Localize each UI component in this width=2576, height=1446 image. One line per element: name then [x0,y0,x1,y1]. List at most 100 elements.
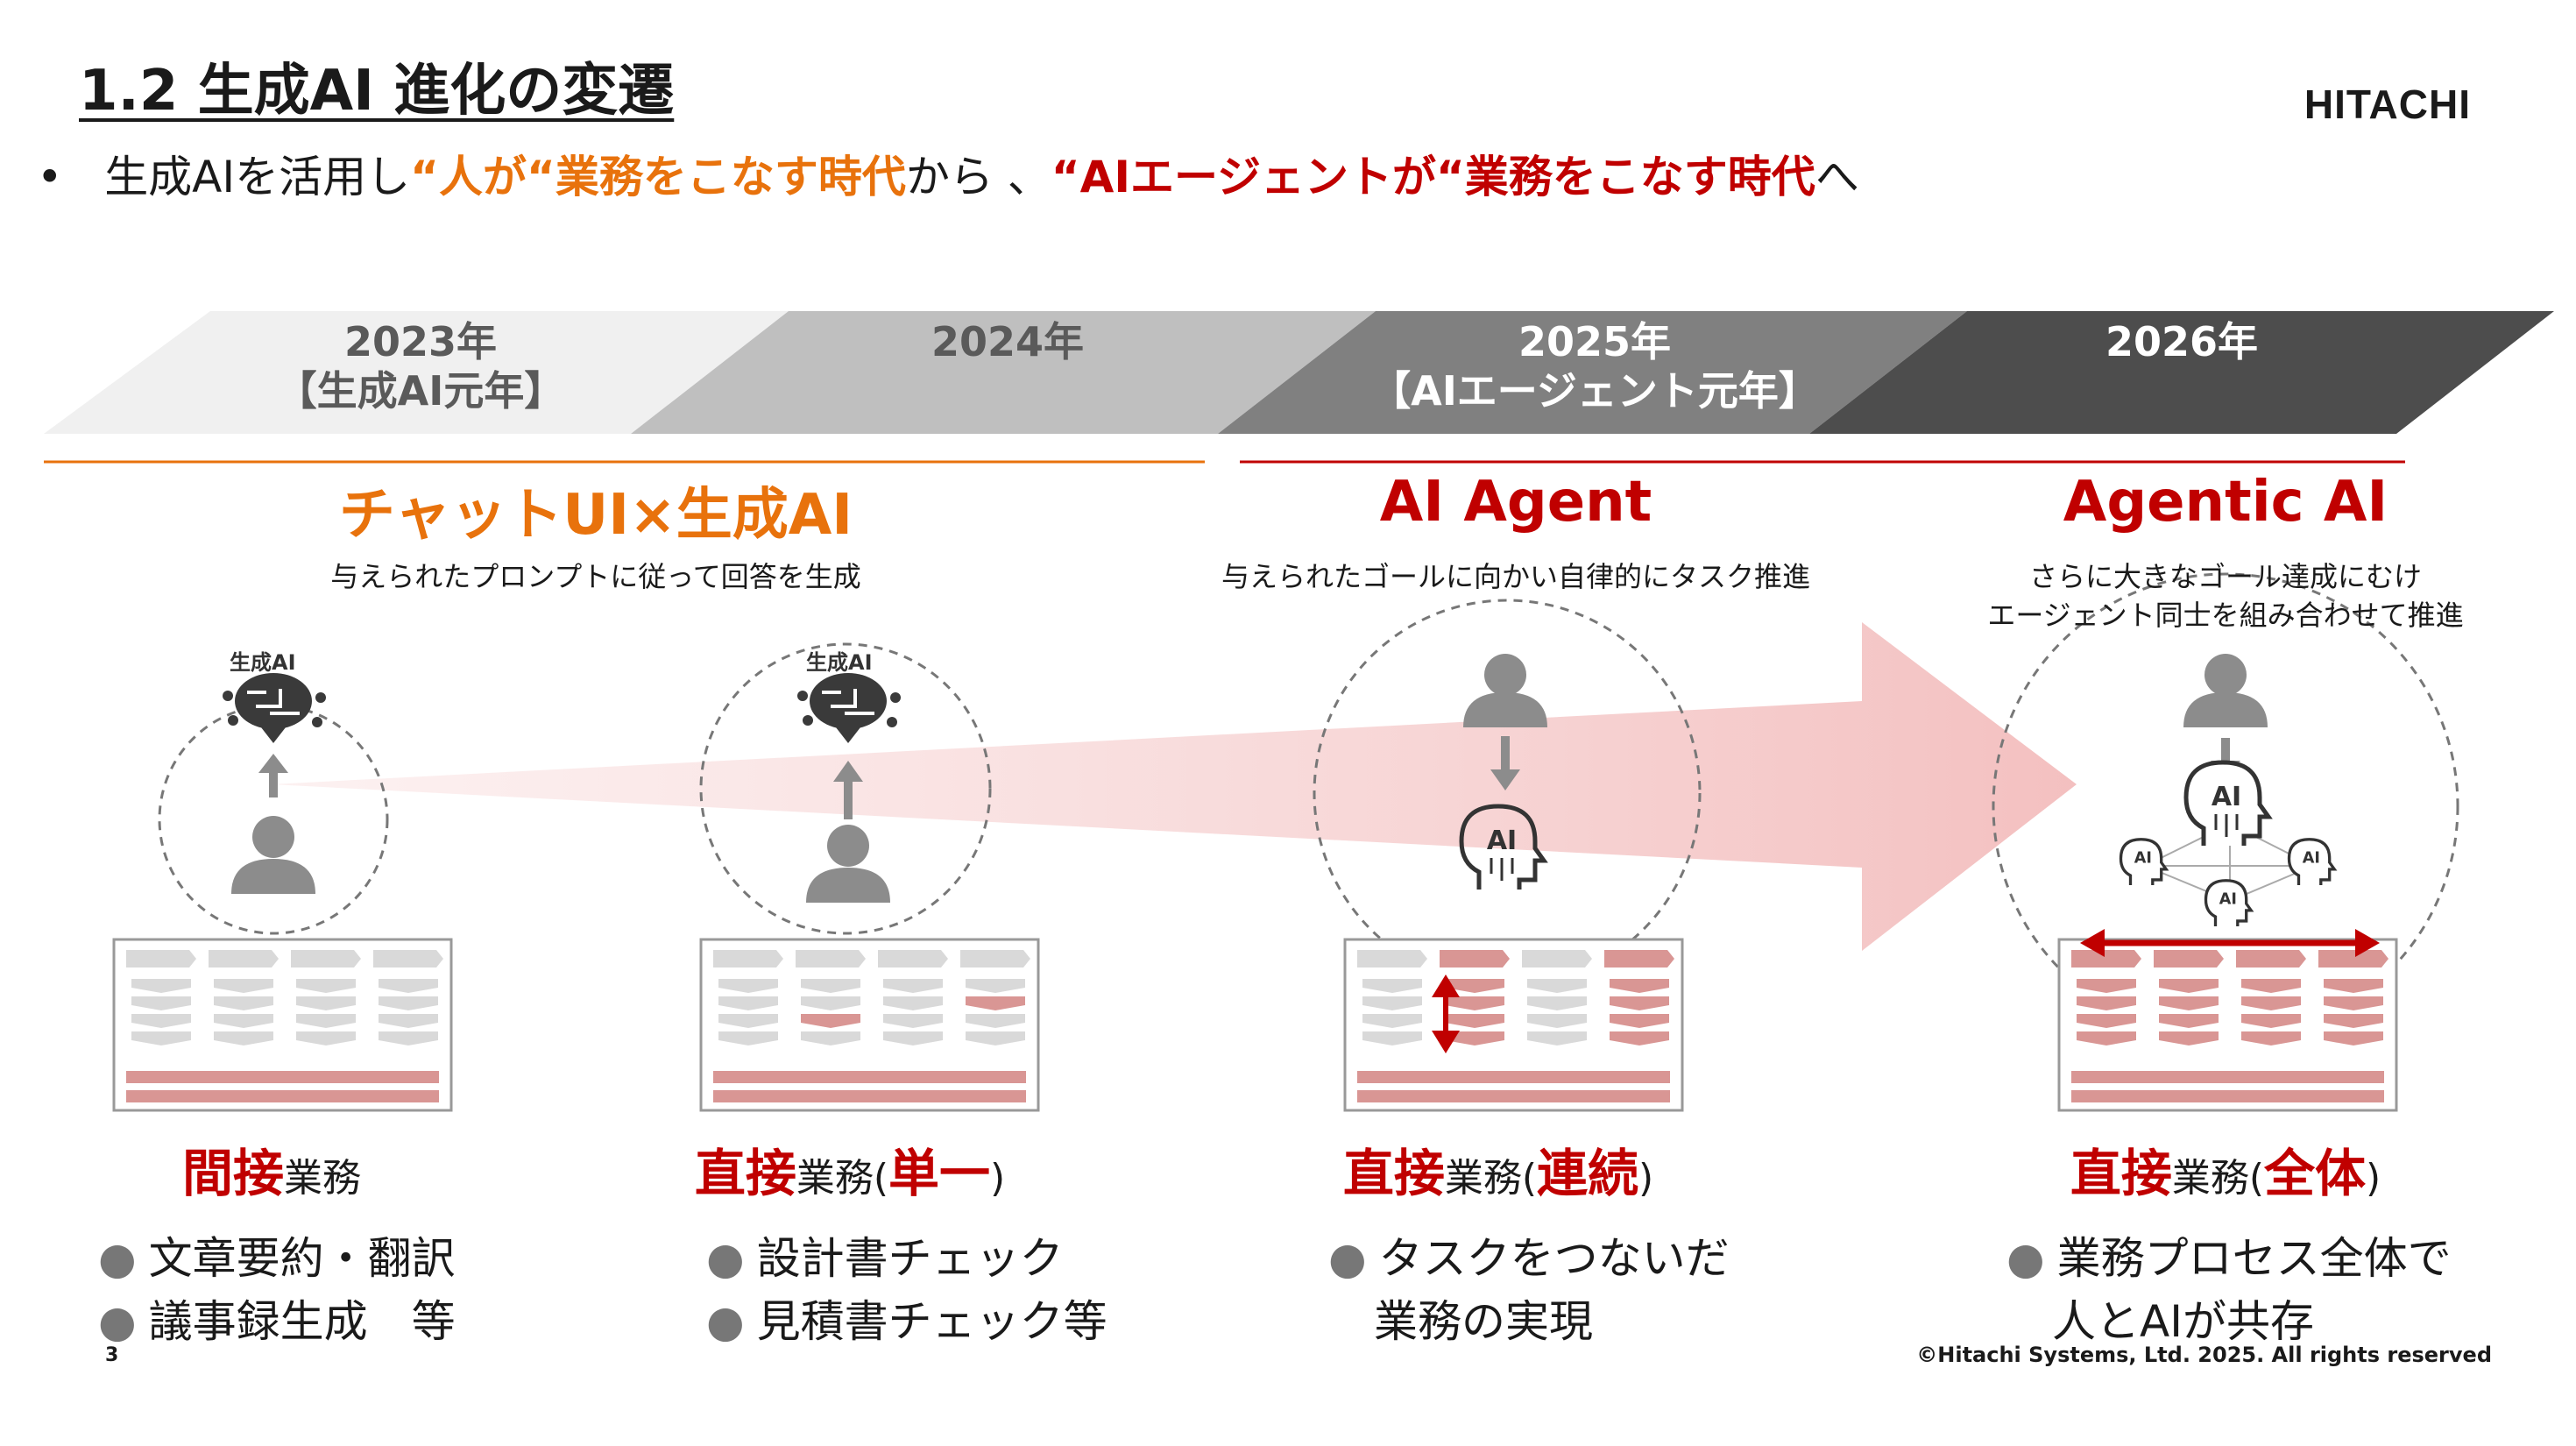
ai-head-icon-left: AI [2119,838,2169,886]
process-grid-col4 [2057,938,2398,1112]
slide-title: 1.2 生成AI 進化の変遷 [79,59,675,124]
brain-icon-col2 [797,673,901,743]
circle-col2 [699,642,992,935]
person-icon-col4 [2183,654,2268,727]
work-strong-col3: 直接 [1342,1144,1445,1203]
work-close-col3: ) [1638,1156,1654,1201]
bullet-item: 業務の実現 [1328,1290,1730,1353]
year-2024-label: 2024年 [931,318,1085,365]
bullet-item: ●見積書チェック等 [706,1290,1108,1353]
bullet-dot: ● [98,1296,137,1347]
era-title-chat-genai: チャットUI×生成AI [338,483,853,548]
timeline-band-2026 [1809,311,2554,434]
brain-icon-col1 [223,673,326,743]
person-icon-col1 [231,816,315,894]
subtitle-part5: へ [1815,152,1859,202]
work-paren-col3: 連続 [1537,1144,1639,1203]
work-label-col1: 間接業務 [140,1132,403,1206]
svg-text:AI: AI [2219,891,2237,909]
gen-ai-label-col1: 生成AI [230,650,296,675]
year-2023-label: 2023年 [343,318,498,365]
svg-text:AI: AI [1487,826,1517,856]
bullets-col3: ●タスクをつないだ 業務の実現 [1328,1227,1730,1353]
timeline-band-2024 [631,311,1376,434]
subtitle: • 生成AIを活用し“人が“業務をこなす時代から 、“AIエージェントが“業務を… [37,142,1859,205]
process-grid-col1 [112,938,453,1112]
subtitle-human-era: “人が“業務をこなす時代 [410,152,906,202]
era-title-agentic-ai: Agentic AI [2063,470,2388,535]
work-label-col3: 直接業務(連続) [1314,1132,1682,1206]
svg-text:AI: AI [2212,782,2241,812]
page-number: 3 [105,1344,119,1366]
ai-head-icon-bottom: AI [2204,879,2254,927]
year-2026-label: 2026年 [2105,318,2259,365]
person-icon-col3 [1463,654,1547,727]
subtitle-part1: 生成AIを活用し [104,152,411,202]
bullet-dot: ● [706,1296,745,1347]
bullet-text: 人とAIが共存 [2052,1296,2314,1347]
bullet-text: タスクをつないだ [1378,1233,1730,1284]
year-2024: 2024年 [850,317,1165,366]
timeline-band-2023 [44,311,789,434]
era-desc-ai-agent: 与えられたゴールに向かい自律的にタスク推進 [1221,560,1810,593]
ai-head-icon-right: AI [2287,838,2338,886]
year-2025-label: 2025年 [1518,318,1672,365]
year-2023-sub: 【生成AI元年】 [276,367,565,415]
bullet-item: 人とAIが共存 [2006,1290,2452,1353]
work-rest-col4: 業務( [2171,1156,2264,1201]
era-desc-agentic-ai-line2: エージェント同士を組み合わせて推進 [1987,599,2464,632]
bullets-col2: ●設計書チェック ●見積書チェック等 [706,1227,1108,1353]
bullets-col4: ●業務プロセス全体で 人とAIが共存 [2006,1227,2452,1353]
person-icon-col2 [806,825,890,903]
bullet-item: ●設計書チェック [706,1227,1108,1290]
era-desc-chat-genai: 与えられたプロンプトに従って回答を生成 [330,560,861,593]
bullet-dot: ● [98,1233,137,1284]
vertical-double-arrow [1432,975,1460,1053]
year-2026: 2026年 [2024,317,2339,366]
work-label-col4: 直接業務(全体) [2033,1132,2418,1206]
svg-text:AI: AI [2303,850,2320,868]
subtitle-bullet: • [37,152,63,202]
bullet-item: ●議事録生成 等 [98,1290,456,1353]
progression-arrow [272,622,2077,951]
svg-text:AI: AI [2134,850,2152,868]
bullet-text: 見積書チェック等 [756,1296,1108,1347]
bullet-item: ●タスクをつないだ [1328,1227,1730,1290]
era-title-ai-agent: AI Agent [1379,470,1652,535]
process-grid-col3 [1343,938,1684,1112]
bullet-text: 議事録生成 等 [148,1296,456,1347]
bullet-text: 業務プロセス全体で [2056,1233,2452,1284]
gen-ai-label-col2: 生成AI [806,650,873,675]
bullet-item: ●文章要約・翻訳 [98,1227,456,1290]
work-paren-col4: 全体 [2264,1144,2367,1203]
year-2025: 2025年 【AIエージェント元年】 [1367,317,1822,415]
bullet-text: 業務の実現 [1374,1296,1593,1347]
work-paren-col2: 単一 [888,1144,991,1203]
hitachi-logo: HITACHI [2304,82,2471,127]
subtitle-part3: から 、 [905,152,1051,202]
work-strong-col4: 直接 [2070,1144,2172,1203]
era-desc-agentic-ai: さらに大きなゴール達成にむけ エージェント同士を組み合わせて推進 [1875,557,2576,634]
bullet-dot: ● [706,1233,745,1284]
year-2023: 2023年 【生成AI元年】 [263,317,578,415]
ai-head-icon-col3: AI [1459,804,1548,890]
bullet-dot: ● [1328,1233,1367,1284]
subtitle-agent-era: “AIエージェントが“業務をこなす時代 [1051,152,1815,202]
work-strong-col2: 直接 [694,1144,796,1203]
bullets-col1: ●文章要約・翻訳 ●議事録生成 等 [98,1227,456,1353]
timeline-band-2025 [1218,311,1967,434]
work-rest-col3: 業務( [1444,1156,1537,1201]
work-close-col2: ) [990,1156,1006,1201]
year-2025-sub: 【AIエージェント元年】 [1370,367,1819,415]
bullet-item: ●業務プロセス全体で [2006,1227,2452,1290]
bullet-dot: ● [2006,1233,2045,1284]
bullet-text: 文章要約・翻訳 [148,1233,456,1284]
horizontal-double-arrow [2080,929,2380,957]
bullet-text: 設計書チェック [756,1233,1064,1284]
ai-head-icon-main: AI [2183,760,2273,846]
work-label-col2: 直接業務(単一) [666,1132,1034,1206]
process-grid-col2 [699,938,1040,1112]
copyright: ©Hitachi Systems, Ltd. 2025. All rights … [1916,1343,2492,1367]
work-rest-col1: 業務 [284,1156,361,1201]
